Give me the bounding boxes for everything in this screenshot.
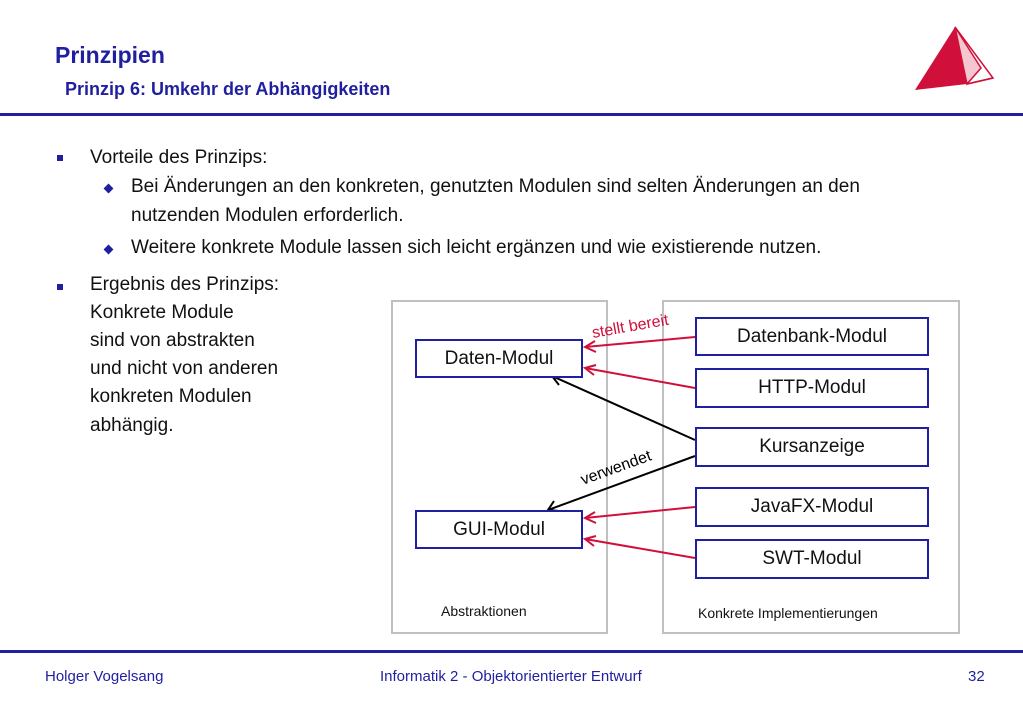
bullet-result-line: sind von abstrakten — [90, 330, 255, 351]
bullet-result-line: konkreten Modulen — [90, 386, 252, 407]
bullet-square-icon — [57, 284, 63, 290]
provides-label: stellt bereit — [591, 312, 671, 342]
footer-author: Holger Vogelsang — [45, 668, 164, 685]
header-rule — [0, 113, 1023, 116]
bullet-result-line: Ergebnis des Prinzips: — [90, 274, 280, 295]
sub-bullet-changes-line1: Bei Änderungen an den konkreten, genutzt… — [131, 176, 860, 197]
module-box-gui: GUI-Modul — [415, 510, 583, 549]
sail-logo-icon — [915, 26, 995, 90]
slide-title: Prinzipien — [55, 42, 165, 68]
sub-bullet-extend: Weitere konkrete Module lassen sich leic… — [131, 237, 822, 258]
abstractions-label: Abstraktionen — [441, 603, 527, 619]
bullet-square-icon — [57, 155, 63, 161]
footer-page-number: 32 — [968, 668, 985, 685]
uses-label: verwendet — [579, 447, 655, 488]
module-box-http: HTTP-Modul — [695, 368, 929, 408]
footer-course: Informatik 2 - Objektorientierter Entwur… — [380, 668, 642, 685]
abstractions-panel — [391, 300, 608, 634]
module-box-kursanzeige: Kursanzeige — [695, 427, 929, 467]
module-box-daten: Daten-Modul — [415, 339, 583, 378]
bullet-result-line: abhängig. — [90, 415, 174, 436]
slide-subtitle: Prinzip 6: Umkehr der Abhängigkeiten — [65, 79, 391, 99]
bullet-result-line: Konkrete Module — [90, 302, 234, 323]
module-box-javafx: JavaFX-Modul — [695, 487, 929, 527]
module-box-datenbank: Datenbank-Modul — [695, 317, 929, 356]
implementations-label: Konkrete Implementierungen — [698, 605, 878, 621]
bullet-result-line: und nicht von anderen — [90, 358, 279, 379]
module-box-swt: SWT-Modul — [695, 539, 929, 579]
bullet-advantages: Vorteile des Prinzips: — [90, 147, 268, 168]
footer-rule — [0, 650, 1023, 653]
sub-bullet-changes-line2: nutzenden Modulen erforderlich. — [131, 205, 404, 226]
